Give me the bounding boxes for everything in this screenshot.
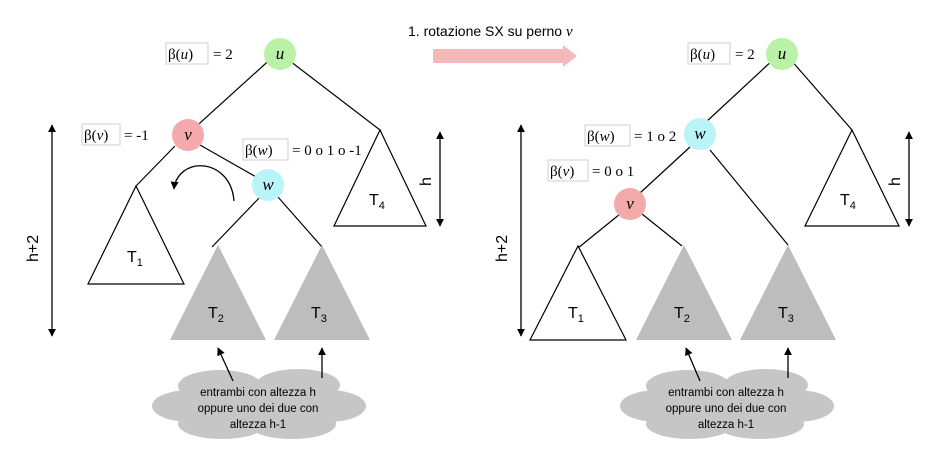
node-w-right <box>684 118 716 150</box>
label-t3-right: T3 <box>778 305 794 325</box>
edge-u-w-right <box>704 57 776 124</box>
node-w-label: w <box>262 175 274 194</box>
node-v-right-label: v <box>626 194 634 213</box>
beta-w-right: β(w) = 1 o 2 <box>584 124 676 147</box>
label-t4: T4 <box>369 192 385 212</box>
beta-w-left-value: = 0 o 1 o -1 <box>292 143 362 159</box>
beta-u-right-box <box>687 42 731 65</box>
edge-u-t4-right <box>789 58 853 131</box>
label-t1: T1 <box>127 249 143 269</box>
beta-v-right-value: = 0 o 1 <box>592 164 634 180</box>
label-t3: T3 <box>311 305 327 325</box>
beta-v-right-symbol: β(v) <box>550 164 574 180</box>
subtree-t4-right <box>804 128 900 227</box>
height-label-h-left: h <box>418 177 435 186</box>
label-t1-right: T1 <box>568 305 584 325</box>
subtree-t3-right <box>740 245 836 340</box>
right-tree: T4 T1 T2 T3 u w v β(u) = 2 β(w) = 1 o 2 … <box>494 38 913 439</box>
node-v <box>172 119 204 151</box>
node-v-label: v <box>184 125 192 144</box>
cloud-left <box>152 369 366 439</box>
edge-u-t4 <box>285 57 381 131</box>
cloud-right <box>620 369 834 439</box>
beta-u-left-symbol: β(u) <box>168 47 193 63</box>
edge-v-w <box>199 144 259 179</box>
node-u <box>264 38 296 70</box>
beta-u-left-value: = 2 <box>213 47 233 63</box>
subtree-t1 <box>87 184 185 285</box>
edge-w-v-right <box>639 146 691 194</box>
beta-u-left: β(u) = 2 <box>165 42 233 65</box>
left-tree: T1 T4 T2 T3 u v w β(u) = 2 β(v) = -1 β(w… <box>25 38 444 439</box>
edge-u-v <box>189 54 276 133</box>
node-w-right-label: w <box>694 124 706 143</box>
node-u-label: u <box>276 44 285 63</box>
height-label-h-right: h <box>887 177 904 186</box>
beta-w-left-box <box>242 138 289 161</box>
beta-w-left: β(w) = 0 o 1 o -1 <box>242 138 362 161</box>
node-w <box>252 169 284 201</box>
beta-w-right-box <box>584 124 631 147</box>
node-u-right-label: u <box>778 44 787 63</box>
height-label-h2-right: h+2 <box>494 235 511 262</box>
beta-w-left-symbol: β(w) <box>245 143 273 159</box>
node-u-right <box>766 38 798 70</box>
edge-v-t1 <box>135 145 176 187</box>
rotation-arrow <box>433 45 577 67</box>
node-v-right <box>614 188 646 220</box>
beta-u-right: β(u) = 2 <box>687 42 755 65</box>
edge-w-t3 <box>277 196 323 248</box>
cloud-left-line-2: oppure uno dei due con <box>198 403 319 415</box>
edge-v-t1-right <box>577 213 621 249</box>
edge-v-t2-right <box>641 213 683 247</box>
beta-v-right: β(v) = 0 o 1 <box>547 159 634 182</box>
cloud-right-line-2: oppure uno dei due con <box>666 403 787 415</box>
label-t4-right: T4 <box>840 192 856 212</box>
cloud-left-line-1: entrambi con altezza h <box>200 387 316 399</box>
cloud-right-line-3: altezza h-1 <box>698 419 754 431</box>
subtree-t2 <box>170 245 266 340</box>
beta-v-left: β(v) = -1 <box>81 123 149 146</box>
beta-w-right-value: = 1 o 2 <box>634 129 676 145</box>
beta-v-left-value: = -1 <box>124 128 149 144</box>
edge-w-t3-right <box>709 149 789 246</box>
beta-u-right-symbol: β(u) <box>690 47 715 63</box>
rotation-title: 1. rotazione SX su perno v <box>408 23 573 40</box>
beta-v-left-box <box>81 123 121 146</box>
beta-w-right-symbol: β(w) <box>587 129 615 145</box>
beta-u-right-value: = 2 <box>735 47 755 63</box>
beta-v-right-box <box>547 159 589 182</box>
subtree-t4 <box>333 128 427 227</box>
height-label-h2-left: h+2 <box>25 235 42 262</box>
edge-w-t2 <box>211 194 263 248</box>
subtree-t1-right <box>529 244 627 341</box>
left-rotation-curve-arrow <box>170 165 235 202</box>
cloud-left-line-3: altezza h-1 <box>230 419 286 431</box>
pointer-t2-right <box>685 347 701 382</box>
cloud-right-line-1: entrambi con altezza h <box>668 387 784 399</box>
label-t2: T2 <box>208 305 224 325</box>
label-t2-right: T2 <box>674 305 690 325</box>
beta-u-left-box <box>165 42 209 65</box>
subtree-t2-right <box>636 245 732 340</box>
subtree-t3 <box>274 245 370 340</box>
beta-v-left-symbol: β(v) <box>84 128 108 144</box>
pointer-t2-left <box>217 347 234 382</box>
